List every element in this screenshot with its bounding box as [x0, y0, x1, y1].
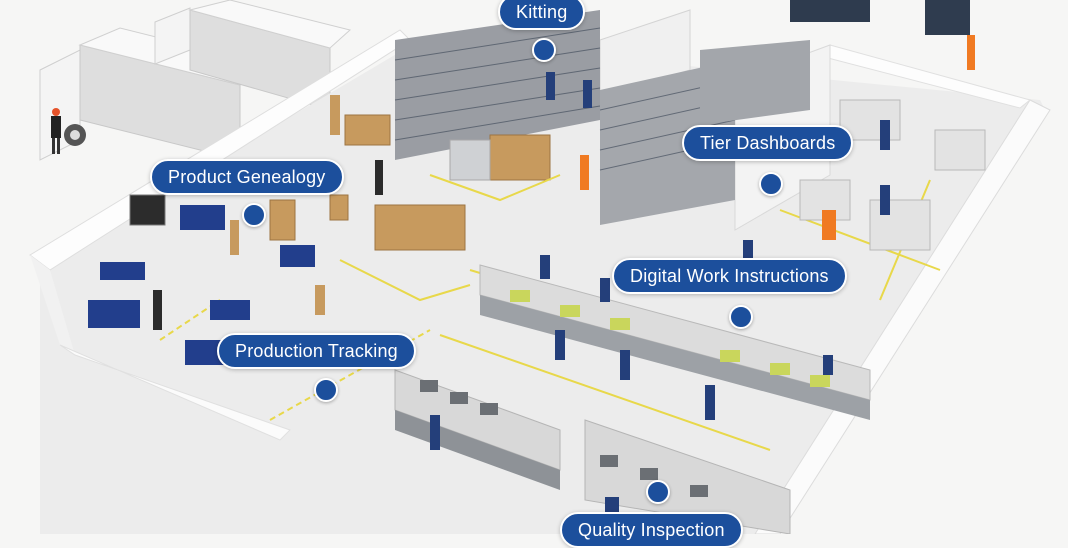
- hotspot-dot-icon[interactable]: [729, 305, 753, 329]
- hotspot-dot-icon[interactable]: [646, 480, 670, 504]
- front-left-wall: [59, 344, 291, 441]
- hotspot-label-digital-work-instructions[interactable]: Digital Work Instructions: [612, 258, 847, 294]
- pallets: [269, 114, 551, 251]
- inspection-benches: [799, 99, 986, 251]
- truck-icon: [154, 0, 352, 111]
- factory-floor-illustration: [29, 0, 1051, 534]
- hotspot-dot-icon[interactable]: [759, 172, 783, 196]
- hotspot-dot-icon[interactable]: [242, 203, 266, 227]
- hotspot-label-production-tracking[interactable]: Production Tracking: [217, 333, 416, 369]
- hotspot-dot-icon[interactable]: [314, 378, 338, 402]
- kitting-racks: [394, 10, 810, 225]
- hotspot-label-quality-inspection[interactable]: Quality Inspection: [560, 512, 743, 548]
- hotspot-label-kitting[interactable]: Kitting: [498, 0, 586, 30]
- packing-stations: [88, 194, 315, 365]
- hotspot-label-tier-dashboards[interactable]: Tier Dashboards: [682, 125, 854, 161]
- hotspot-dot-icon[interactable]: [532, 38, 556, 62]
- worker-icon: [51, 108, 61, 154]
- hotspot-label-product-genealogy[interactable]: Product Genealogy: [150, 159, 344, 195]
- workers: [153, 35, 975, 517]
